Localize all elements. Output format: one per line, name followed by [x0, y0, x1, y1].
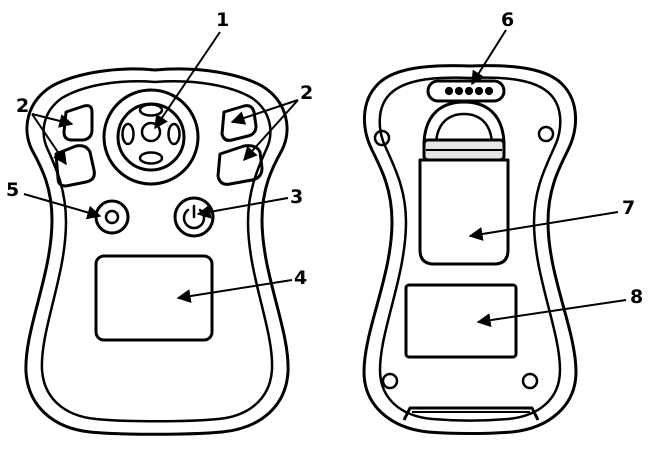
- callout-labels: 1 2 2 3 4 5 6 7 8: [6, 9, 643, 308]
- side-button-right-upper[interactable]: [220, 104, 258, 142]
- nav-down-button[interactable]: [138, 151, 164, 165]
- screw-bottom-right: [521, 372, 539, 390]
- leader-2-right-b: [243, 99, 299, 162]
- leader-3: [196, 197, 289, 219]
- back-bottom-stand: [402, 406, 540, 421]
- leader-1: [154, 31, 221, 130]
- label-area: [404, 283, 518, 359]
- callout-8: 8: [630, 286, 643, 308]
- leader-8: [476, 299, 627, 328]
- clip-loop: [422, 100, 506, 147]
- nav-up-button[interactable]: [138, 103, 164, 117]
- side-button-left-lower[interactable]: [54, 144, 96, 188]
- back-body-outline: [362, 64, 578, 435]
- leader-lines: [23, 29, 627, 328]
- charging-contacts: [426, 79, 506, 103]
- side-button-right-lower[interactable]: [216, 144, 264, 186]
- leader-2-left-b: [31, 113, 67, 166]
- screw-top-left: [373, 129, 391, 147]
- leader-6: [471, 29, 507, 86]
- navigation-pad[interactable]: [102, 88, 200, 186]
- callout-2-right: 2: [300, 82, 313, 104]
- side-button-left-upper[interactable]: [62, 104, 94, 142]
- clip-plate: [418, 158, 510, 266]
- display-screen: [94, 254, 214, 342]
- leader-2-left-a: [31, 113, 74, 128]
- leader-7: [468, 211, 619, 241]
- round-button[interactable]: [94, 199, 130, 235]
- screw-top-right: [537, 125, 555, 143]
- front-body-outline: [24, 67, 290, 436]
- clip-loop-inner: [434, 112, 494, 147]
- callout-6: 6: [501, 9, 514, 31]
- callout-1: 1: [216, 9, 229, 31]
- power-icon: [182, 204, 206, 230]
- back-body-inner: [378, 76, 562, 422]
- front-view: [24, 67, 290, 436]
- power-button[interactable]: [173, 196, 215, 238]
- callout-4: 4: [294, 267, 307, 289]
- leader-2-right-a: [230, 99, 299, 125]
- front-body-inner: [40, 80, 274, 423]
- back-view: [362, 64, 578, 435]
- callout-7: 7: [622, 197, 635, 219]
- screw-bottom-left: [381, 372, 399, 390]
- leader-4: [176, 279, 293, 303]
- nav-center-button[interactable]: [140, 121, 162, 143]
- nav-left-button[interactable]: [121, 122, 135, 146]
- callout-2-left: 2: [16, 95, 29, 117]
- callout-3: 3: [290, 186, 303, 208]
- callout-5: 5: [6, 179, 19, 201]
- belt-clip[interactable]: [418, 100, 510, 266]
- nav-right-button[interactable]: [167, 122, 181, 146]
- leader-5: [23, 193, 102, 220]
